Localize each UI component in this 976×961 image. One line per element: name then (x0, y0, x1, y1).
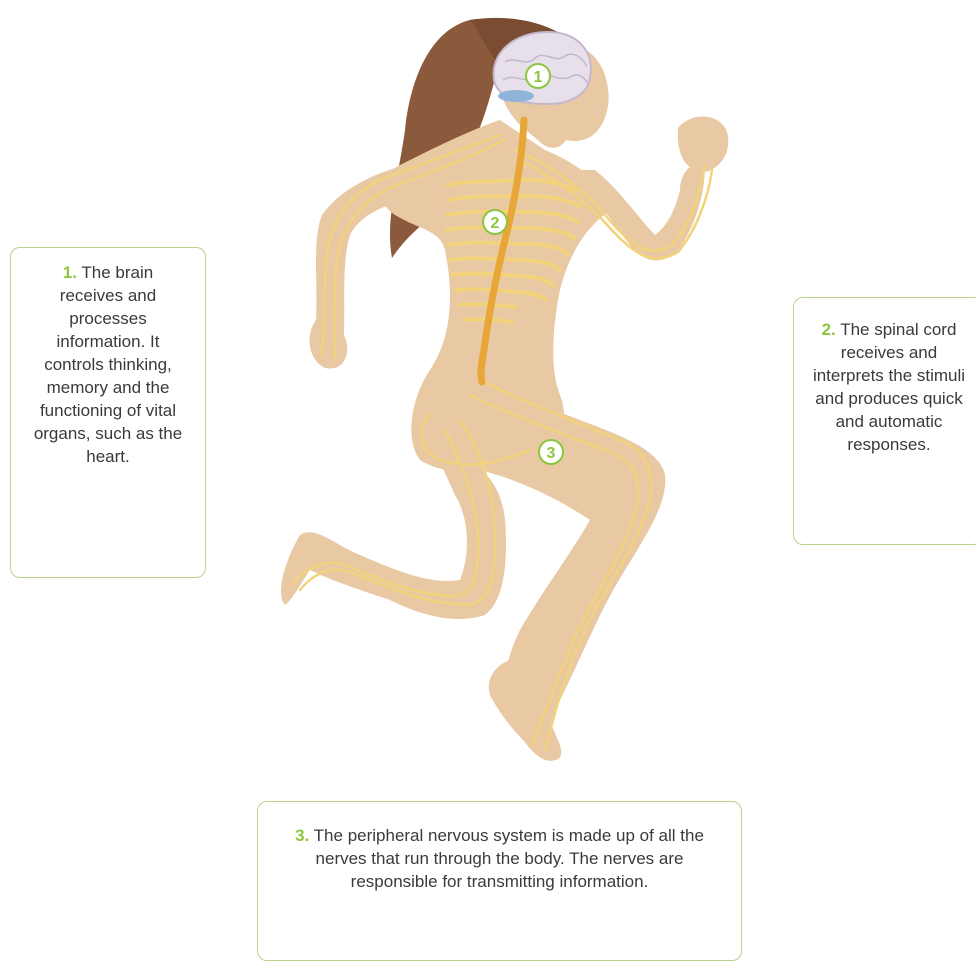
callout-brain-number: 1. (63, 263, 77, 282)
callout-spinal-number: 2. (822, 320, 836, 339)
back-leg (281, 440, 506, 619)
callout-spinal-text: The spinal cord receives and interprets … (813, 320, 965, 454)
callout-peripheral-nervous-system: 3. The peripheral nervous system is made… (257, 801, 742, 961)
marker-3: 3 (539, 440, 563, 464)
callout-brain-text: The brain receives and processes informa… (34, 263, 182, 466)
marker-2: 2 (483, 210, 507, 234)
callout-peripheral-number: 3. (295, 826, 309, 845)
fist (678, 116, 729, 172)
callout-brain: 1. The brain receives and processes info… (10, 247, 206, 578)
marker-1: 1 (526, 64, 550, 88)
callout-peripheral-text: The peripheral nervous system is made up… (314, 826, 704, 891)
marker-1-label: 1 (534, 69, 543, 86)
marker-3-label: 3 (547, 445, 556, 462)
callout-spinal-cord: 2. The spinal cord receives and interpre… (793, 297, 976, 545)
marker-2-label: 2 (491, 215, 500, 232)
